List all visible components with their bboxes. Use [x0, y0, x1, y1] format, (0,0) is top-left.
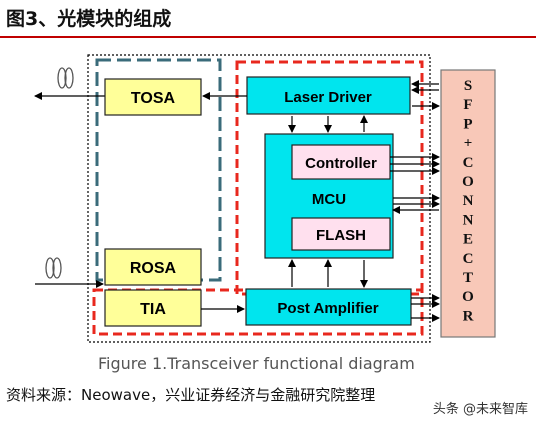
laser-driver-box	[246, 76, 411, 115]
connector-letter: E	[463, 232, 473, 248]
flash-box	[291, 217, 391, 251]
laser-driver-label: Laser Driver	[284, 89, 372, 106]
tosa-box	[104, 78, 202, 116]
connector-letter: +	[464, 136, 473, 152]
connector-letter: C	[463, 251, 474, 267]
post-amplifier-label: Post Amplifier	[277, 300, 378, 317]
fiber-coil-rx-icon	[45, 257, 62, 279]
fiber-coil-tx-icon	[57, 67, 74, 89]
connector-letter: S	[464, 78, 472, 94]
post-amplifier-box	[245, 288, 412, 326]
source-note: 资料来源：Neowave，兴业证券经济与金融研究院整理	[6, 386, 376, 404]
tia-box	[104, 289, 202, 327]
controller-box	[291, 144, 391, 180]
diagram-caption: Figure 1.Transceiver functional diagram	[98, 354, 415, 373]
connector-letter: N	[463, 193, 474, 209]
controller-label: Controller	[305, 155, 377, 172]
connector-letter: P	[463, 116, 472, 132]
connector-letter: O	[462, 289, 474, 305]
title-divider	[0, 36, 536, 38]
connector-letter: C	[463, 155, 474, 171]
mcu-label: MCU	[312, 191, 346, 208]
red-dashed-region-lower	[92, 288, 424, 336]
connector-letter: F	[463, 97, 472, 113]
rosa-box	[104, 248, 202, 286]
tia-label: TIA	[140, 301, 166, 318]
rosa-label: ROSA	[130, 260, 177, 277]
connector-letter: N	[463, 212, 474, 228]
flash-label: FLASH	[316, 227, 366, 244]
figure-title: 图3、光模块的组成	[6, 8, 172, 30]
watermark: 头条 @未来智库	[432, 398, 528, 417]
connector-letter: R	[463, 308, 474, 324]
connector-letter: O	[462, 174, 474, 190]
sfp-connector-box	[440, 69, 496, 338]
connector-letter: T	[463, 270, 473, 286]
tosa-label: TOSA	[131, 90, 176, 107]
